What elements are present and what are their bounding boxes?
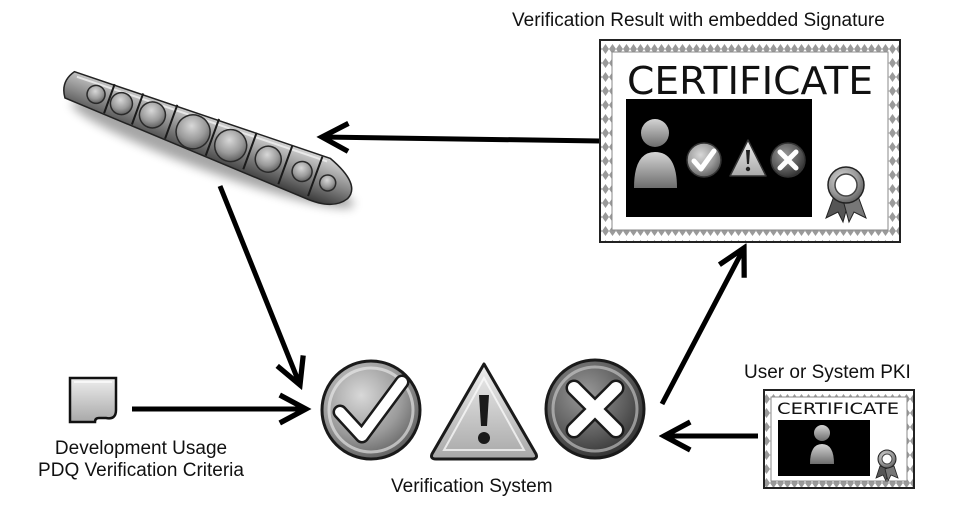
- arrow-satellite-to-verification: [217, 185, 300, 385]
- check-icon: [320, 359, 422, 461]
- verification-system-label: Verification System: [391, 476, 553, 497]
- person-icon: [810, 425, 834, 464]
- certificate-small-heading: CERTIFICATE: [777, 399, 899, 418]
- warning-icon: [430, 362, 538, 461]
- check-icon: [686, 142, 722, 178]
- person-icon: [634, 119, 677, 188]
- verification-result-label: Verification Result with embedded Signat…: [512, 10, 885, 31]
- error-x-icon: [544, 358, 646, 460]
- development-usage-line1: Development Usage: [54, 438, 228, 459]
- user-pki-label: User or System PKI: [744, 362, 911, 383]
- document-icon: [68, 376, 118, 424]
- arrow-verification-to-certificate: [659, 248, 744, 406]
- error-x-icon: [770, 142, 806, 178]
- satellite-icon: [63, 70, 354, 208]
- certificate-small: CERTIFICATE: [763, 389, 915, 489]
- award-ribbon-icon: [875, 449, 899, 483]
- development-usage-line2: PDQ Verification Criteria: [38, 460, 244, 481]
- arrows: [132, 137, 758, 436]
- certificate-large: CERTIFICATE: [599, 39, 901, 243]
- warning-icon: [729, 139, 767, 177]
- arrow-certificate-to-satellite: [322, 137, 601, 141]
- certificate-large-heading: CERTIFICATE: [627, 59, 873, 103]
- development-usage-label: Development Usage PDQ Verification Crite…: [6, 438, 276, 482]
- award-ribbon-icon: [825, 166, 867, 224]
